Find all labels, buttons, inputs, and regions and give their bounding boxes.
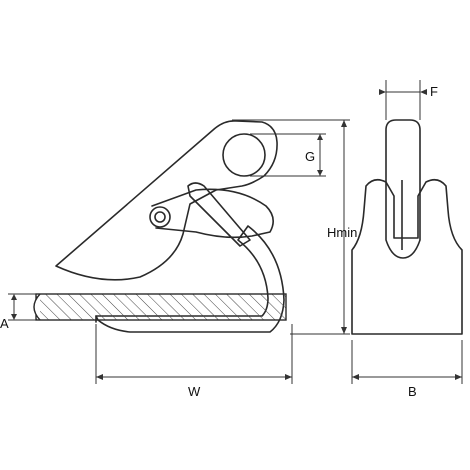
dimension-lines: [8, 80, 463, 384]
hook-jaw: [95, 225, 285, 333]
label-b: B: [408, 384, 417, 399]
dimension-arrows: [11, 89, 462, 380]
plate-break-end: [33, 293, 41, 321]
clamp-front-view: [351, 119, 463, 335]
label-w: W: [188, 384, 201, 399]
plate-section: [33, 293, 287, 321]
label-a: A: [0, 316, 9, 331]
plate-hatch: [35, 293, 287, 321]
cam-lever: [151, 188, 274, 239]
front-body: [351, 178, 463, 335]
label-g: G: [305, 149, 315, 164]
pivot-pin-center: [154, 211, 166, 223]
label-hmin: Hmin: [327, 225, 357, 240]
clamp-body: [55, 120, 278, 281]
lifting-eye: [222, 133, 266, 177]
clamp-side-view: [55, 120, 285, 333]
pivot-pin: [149, 206, 171, 228]
front-eye-plate: [385, 119, 421, 259]
label-f: F: [430, 84, 438, 99]
